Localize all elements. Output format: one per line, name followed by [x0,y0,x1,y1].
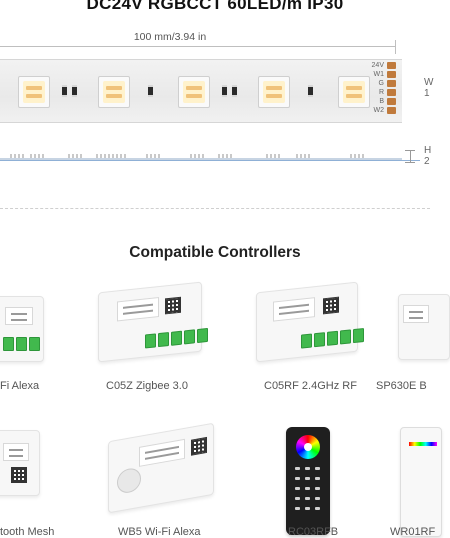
led-chip [18,76,50,108]
controller-image-c05rf[interactable] [256,281,364,363]
controller-image-sp630e[interactable] [398,294,450,360]
side-chip [112,154,128,158]
controller-caption: C05RF 2.4GHz RF [264,380,357,392]
controller-caption: Fi Alexa [0,380,40,392]
side-chip [146,154,162,158]
height-value-text: 2 [424,156,430,167]
pad-label: 24V [371,62,384,69]
controller-caption: WB5 Wi-Fi Alexa [118,526,201,538]
dimension-line [0,46,396,47]
controller-image-wb5[interactable] [108,422,214,514]
side-chip [190,154,206,158]
resistor [222,85,227,97]
section-divider [0,208,430,209]
resistor [148,85,153,97]
dimension-tick [395,40,396,54]
wall-panel-image[interactable] [400,427,442,537]
resistor [308,85,313,97]
resistor [72,85,77,97]
width-label: W 1 [424,77,433,99]
led-chip [338,76,370,108]
solder-pads [385,62,402,120]
pad-label: R [378,89,384,96]
height-marker [405,162,415,163]
color-wheel-icon [296,435,320,459]
controller-caption: SP630E B [376,380,427,392]
controller-image-c05z[interactable] [98,281,208,363]
pad-label: B [379,98,384,105]
side-chip [30,154,46,158]
pad-label: G [378,80,384,87]
color-bar-icon [409,442,437,446]
side-chip [68,154,84,158]
width-value-text: 1 [424,88,430,99]
controller-caption: WR01RF [390,526,436,538]
page-title: DC24V RGBCCT 60LED/m IP30 [86,0,344,13]
controller-image-wifi[interactable] [0,296,44,362]
side-chip [218,154,234,158]
dimension-length-label: 100 mm/3.94 in [0,31,340,43]
width-label-text: W [424,77,434,88]
controller-caption: RC03RFB [288,526,339,538]
remote-control-image[interactable] [286,427,330,535]
side-chip [10,154,26,158]
height-marker [410,150,411,163]
pad-label: W1 [373,71,385,78]
led-chip [98,76,130,108]
strip-tape-edge [0,160,420,161]
section-title: Compatible Controllers [129,244,301,261]
side-chip [266,154,282,158]
side-chip [96,154,112,158]
dimension-length-text: 100 mm/3.94 in [128,31,212,43]
resistor [232,85,237,97]
controller-caption: tooth Mesh [0,526,55,538]
side-chip [350,154,366,158]
controller-caption: C05Z Zigbee 3.0 [106,380,188,392]
height-label-text: H [424,145,432,156]
controller-image-bluetooth[interactable] [0,430,40,496]
led-chip [178,76,210,108]
led-strip-top-view [0,59,402,123]
led-strip-side-view [0,158,402,160]
side-chip [296,154,312,158]
led-chip [258,76,290,108]
resistor [62,85,67,97]
height-label: H 2 [424,145,431,167]
pad-label: W2 [373,107,385,114]
